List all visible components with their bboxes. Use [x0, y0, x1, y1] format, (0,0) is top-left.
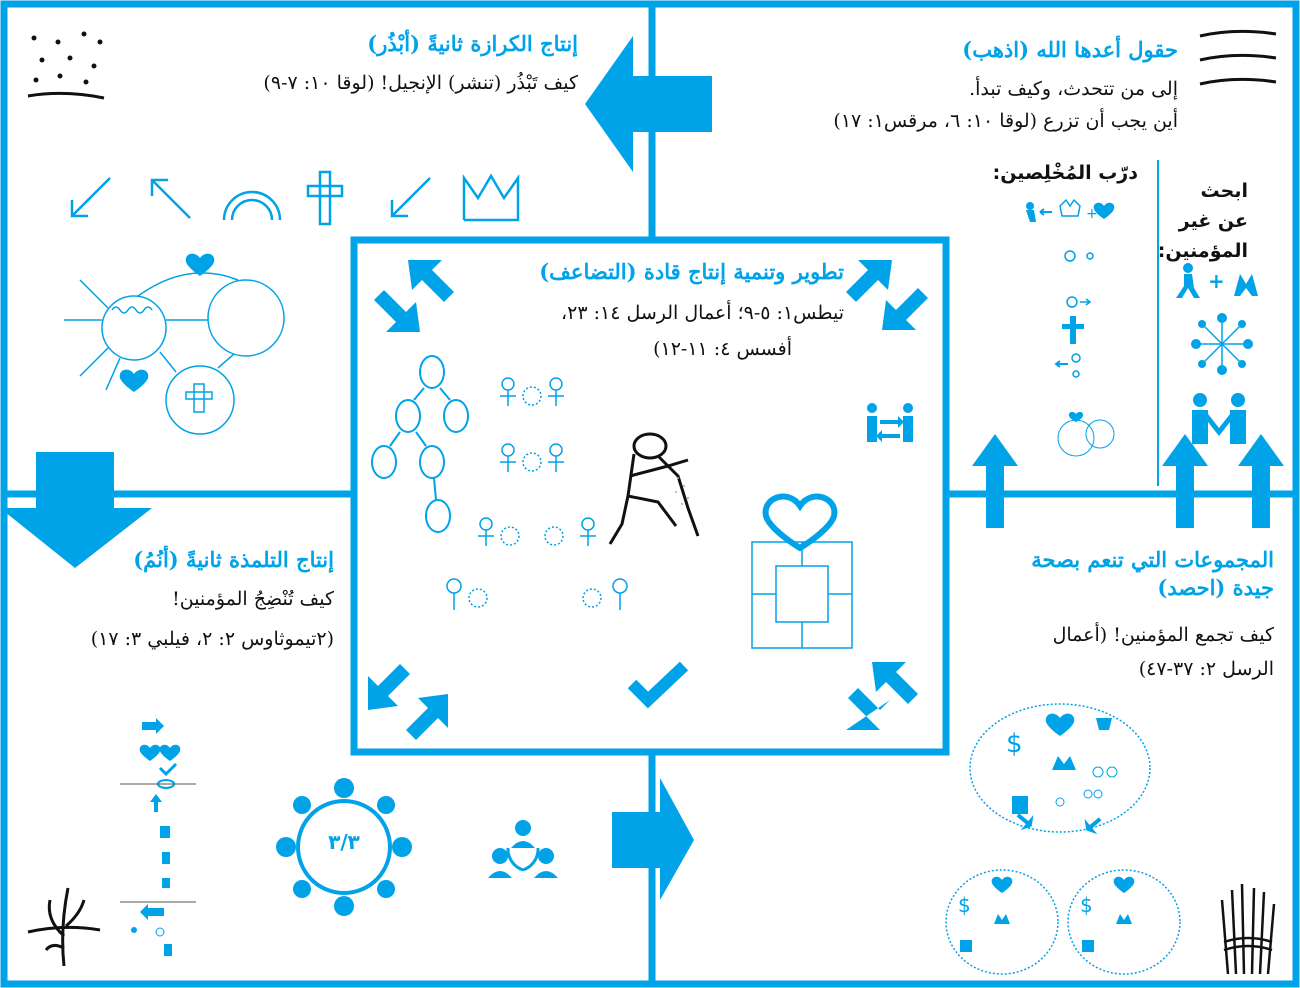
- corner-arrows-bottom-left: [368, 664, 448, 740]
- crown-icon: [462, 173, 520, 222]
- sowing-symbols-row: [70, 170, 520, 226]
- sow-title: إنتاج الكرازة ثانيةً (أبْذُر): [367, 31, 578, 56]
- heart-icon: [119, 369, 149, 392]
- gospel-diagram: [64, 253, 285, 435]
- corner-arrows-bottom-right: [846, 662, 918, 730]
- multiply-title: تطوير وتنمية إنتاج قادة (التضاعف): [539, 259, 844, 284]
- harvest-title: المجموعات التي تنعم بصحة جيدة (احصد): [1031, 547, 1274, 600]
- sow-line-1: كيف تَبْذُر (تنشر) الإنجيل! (لوقا ١٠: ٧-…: [263, 72, 578, 94]
- train-label: درّب المُخْلِصين:: [992, 162, 1138, 184]
- search-label: ابحث عن غير المؤمنين:: [1157, 180, 1248, 262]
- multiplication-tree: [371, 355, 469, 533]
- leader-pairs: [446, 377, 628, 610]
- broken-heart-icon: [185, 253, 215, 276]
- arrow-down-left-icon-2: [390, 177, 431, 218]
- grow-title: إنتاج التلمذة ثانيةً (أنُمُ): [133, 547, 334, 572]
- church-circles: $ $ $: [945, 703, 1181, 975]
- three-thirds-circle: [276, 778, 412, 916]
- harvest-sheaf-icon: [1220, 883, 1276, 975]
- go-line-1: إلى من تتحدث، وكيف تبدأ.: [969, 78, 1178, 100]
- people-exchange-icon: [867, 403, 913, 442]
- corner-arrows-top-right: [846, 260, 928, 330]
- center-graphics: [368, 260, 928, 740]
- big-arrow-down: [0, 452, 152, 568]
- network-people-icon: [1191, 313, 1253, 375]
- handshake-people-icon: [1192, 393, 1246, 444]
- rainbow-icon: [222, 190, 282, 221]
- growing-plant-icon: [27, 887, 101, 967]
- go-title: حقول أعدها الله (اذهب): [962, 37, 1178, 62]
- big-arrow-left: [585, 36, 712, 172]
- multiply-line-1: تيطس١: ٥-٩؛ أعمال الرسل ١٤: ٢٣،: [560, 302, 844, 324]
- walker-plus-hands-icon: +: [1176, 263, 1258, 298]
- cross-icon: [306, 170, 344, 226]
- three-thirds-label: ٣/٣: [328, 830, 360, 854]
- heart-outline-icon: [762, 493, 838, 552]
- big-arrow-right: [612, 778, 694, 900]
- grow-line-1: كيف تُنْضِجُ المؤمنين!: [172, 588, 334, 610]
- scattered-seeds-icon: [27, 31, 105, 100]
- arrow-up-left-icon: [150, 178, 191, 219]
- dollar-icon: $: [1006, 729, 1023, 759]
- train-path-icons: +: [1026, 198, 1115, 457]
- harvest-line-1: كيف تجمع المؤمنين! (أعمال: [1052, 624, 1274, 646]
- grow-line-2: (٢تيموثاوس ٢: ٢، فيلبي ٣: ١٧): [90, 628, 334, 650]
- sower-figure: [608, 432, 700, 545]
- center-box: [350, 236, 950, 756]
- corner-arrows-top-left: [374, 260, 454, 332]
- up-arrows: [972, 434, 1284, 528]
- multiply-line-2: أفسس ٤: ١١-١٢): [653, 338, 792, 360]
- harvest-line-2: الرسل ٢: ٣٧-٤٧): [1138, 658, 1274, 680]
- check-icon: [627, 661, 689, 709]
- dollar-icon-2: $: [958, 893, 971, 917]
- go-line-2: أين يجب أن تزرع (لوقا ١٠: ٦، مرقس١: ١٧): [833, 110, 1178, 132]
- field-furrows-icon: [1199, 29, 1277, 86]
- svg-text:+: +: [1208, 269, 1225, 293]
- discipleship-steps-icons: [120, 718, 196, 956]
- cross-grid-icon: [751, 541, 853, 649]
- arrow-down-left-icon: [70, 177, 111, 218]
- small-group-icon: [488, 820, 558, 878]
- dollar-icon-3: $: [1080, 893, 1093, 917]
- svg-text:+: +: [1086, 206, 1098, 222]
